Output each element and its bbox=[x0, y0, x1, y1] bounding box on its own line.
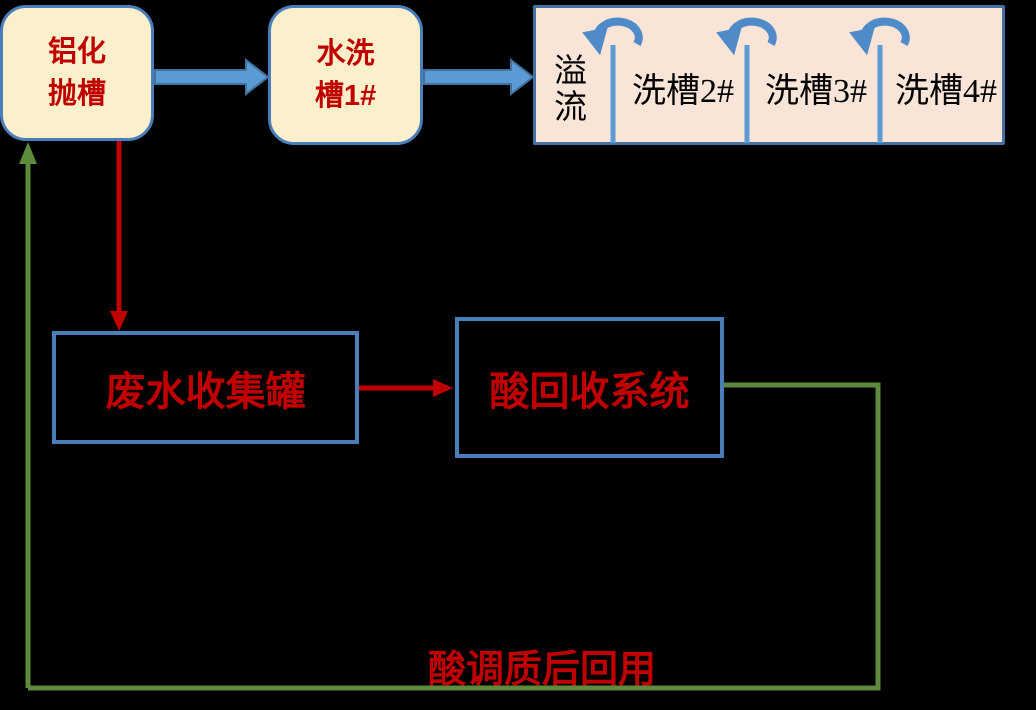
wash-tank-3-label: 洗槽3# bbox=[765, 73, 867, 110]
wash-tank-2-label: 洗槽2# bbox=[632, 73, 734, 110]
red-arrow-right-head-icon bbox=[433, 379, 453, 397]
overflow-label-char1: 溢 bbox=[554, 54, 587, 90]
overflow-label-char2: 流 bbox=[554, 90, 587, 127]
green-arrow-up-head-icon bbox=[19, 142, 37, 164]
acid-recovery-system-node: 酸回收系统 bbox=[455, 317, 724, 458]
polish-tank-label-line1: 铝化 bbox=[47, 35, 106, 68]
wash-tank-1-label-line2: 槽1# bbox=[314, 80, 377, 112]
wash-tank-4-label: 洗槽4# bbox=[895, 73, 997, 110]
acid-recovery-system-label: 酸回收系统 bbox=[489, 368, 690, 414]
overflow-label: 溢 流 bbox=[554, 54, 587, 127]
polish-tank-node: 铝化 抛槽 bbox=[0, 5, 154, 141]
cascade-rinse-node: 溢 流 洗槽2# 洗槽3# 洗槽4# bbox=[533, 5, 1005, 145]
waste-collection-tank-node: 废水收集罐 bbox=[52, 331, 359, 444]
flow-arrow-polish-to-wash1-icon bbox=[154, 57, 270, 97]
polish-tank-label-line2: 抛槽 bbox=[47, 78, 106, 110]
waste-collection-tank-label: 废水收集罐 bbox=[105, 368, 306, 414]
wash-tank-1-node: 水洗 槽1# bbox=[268, 5, 423, 145]
flow-arrow-wash1-to-cascade-icon bbox=[423, 57, 535, 97]
red-arrow-down-head-icon bbox=[110, 311, 128, 331]
wash-tank-1-label-line1: 水洗 bbox=[316, 37, 375, 70]
return-flow-label: 酸调质后回用 bbox=[428, 649, 657, 691]
